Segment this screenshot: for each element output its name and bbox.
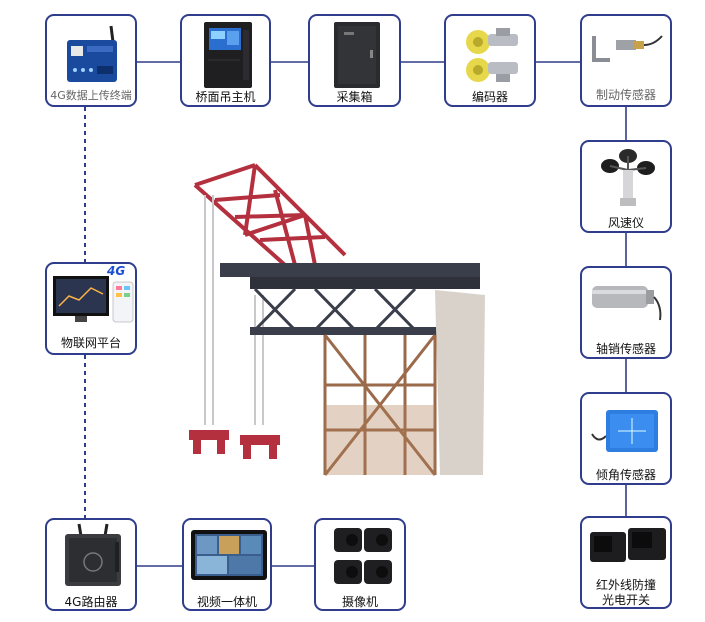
badge-4g: 4G [107,264,126,278]
scaffolding [323,334,437,476]
node-pin-sensor[interactable]: 轴销传感器 [580,266,672,359]
ir-switch-label-line2: 光电开关 [601,593,650,607]
anemometer-label: 风速仪 [607,216,644,230]
router-image [65,523,121,586]
bridge-crane-image [189,163,485,476]
node-4g-router[interactable]: 4G路由器 [45,518,137,611]
node-video-unit[interactable]: 视频一体机 [182,518,272,611]
node-tilt-sensor[interactable]: 倾角传感器 [580,392,672,485]
tilt-sensor-label: 倾角传感器 [595,468,656,482]
anemometer-image [601,149,655,206]
collector-box-image [334,22,380,88]
brake-sensor-image [592,35,663,62]
pin-sensor-label: 轴销传感器 [595,342,656,356]
node-ir-switch[interactable]: 红外线防撞 光电开关 [580,516,672,609]
control-cabinet-image [204,22,252,88]
node-4g-terminal[interactable]: 4G数据上传终端 [45,14,137,107]
node-camera[interactable]: 摄像机 [314,518,406,611]
crane-hooks [189,430,280,459]
terminal-device-image [67,25,117,82]
node-anemometer[interactable]: 风速仪 [580,140,672,233]
encoder-image [466,28,518,82]
pin-sensor-image [592,286,662,321]
video-unit-label: 视频一体机 [196,595,257,609]
video-monitor-image [191,530,267,580]
ir-switch-label-line1: 红外线防撞 [595,578,656,592]
ir-switch-image [590,528,666,562]
node-brake-sensor[interactable]: 制动传感器 [580,14,672,107]
camera-image [334,528,392,584]
crane-deck [220,263,480,335]
main-unit-label: 桥面吊主机 [195,90,256,104]
crane-boom [193,163,347,267]
tilt-sensor-image [591,410,658,452]
terminal-label: 4G数据上传终端 [50,89,132,102]
crane-cables [204,195,264,425]
iot-platform-label: 物联网平台 [60,336,121,350]
encoder-label: 编码器 [471,90,508,104]
collector-label: 采集箱 [336,90,373,104]
node-collector[interactable]: 采集箱 [308,14,401,107]
node-encoder[interactable]: 编码器 [444,14,536,107]
brake-sensor-label: 制动传感器 [595,88,656,102]
camera-label: 摄像机 [341,595,378,609]
platform-screens-image [53,276,134,323]
node-iot-platform[interactable]: 4G 物联网平台 [45,262,137,355]
router-label: 4G路由器 [64,595,118,609]
bridge-pier [435,290,485,475]
node-main-unit[interactable]: 桥面吊主机 [180,14,271,107]
